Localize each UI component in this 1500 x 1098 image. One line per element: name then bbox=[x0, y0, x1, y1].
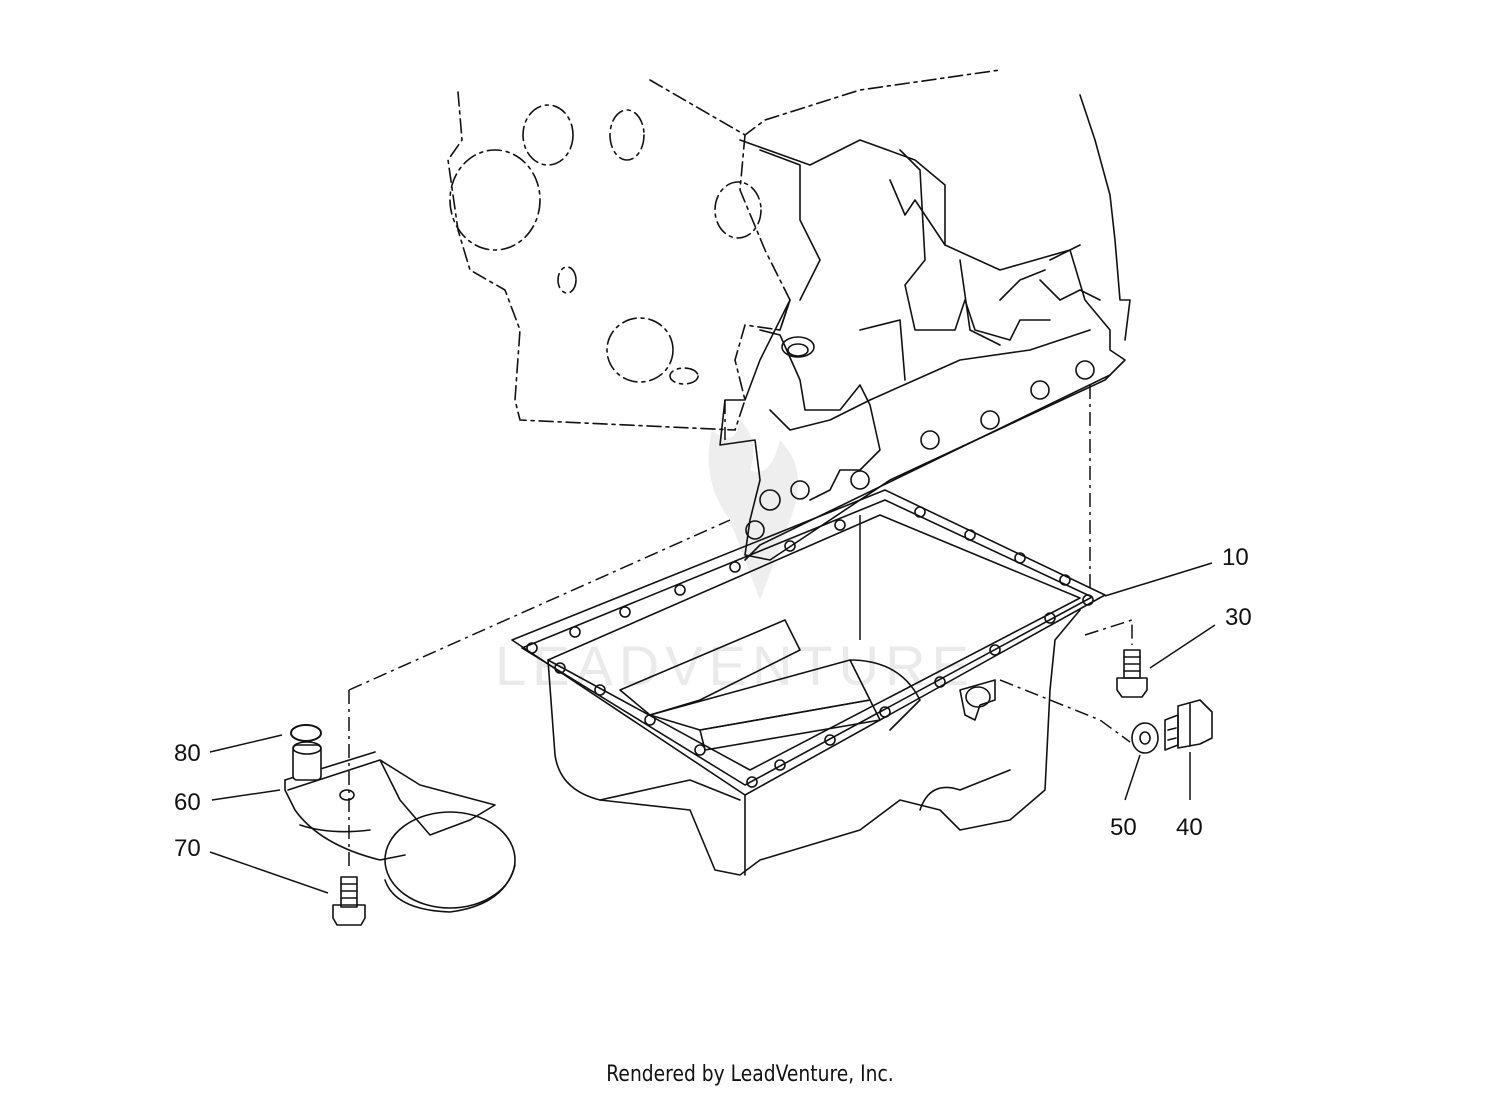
callout-40[interactable]: 40 bbox=[1176, 814, 1203, 841]
leader-60 bbox=[211, 789, 281, 801]
callout-30[interactable]: 30 bbox=[1225, 604, 1252, 631]
bolt-guide-line bbox=[1084, 618, 1133, 645]
callout-10[interactable]: 10 bbox=[1222, 544, 1249, 571]
drain-plug bbox=[1164, 699, 1213, 751]
pan-bolt bbox=[1116, 649, 1148, 698]
callout-80[interactable]: 80 bbox=[174, 740, 201, 767]
drain-guide-line bbox=[999, 679, 1131, 743]
callout-70[interactable]: 70 bbox=[174, 835, 201, 862]
leader-10 bbox=[1104, 562, 1213, 597]
drain-washer bbox=[1131, 722, 1159, 754]
leader-80 bbox=[209, 734, 283, 753]
watermark-text: LEADVENTURE bbox=[495, 634, 975, 697]
callout-60[interactable]: 60 bbox=[174, 789, 201, 816]
oil-pan bbox=[511, 489, 1106, 876]
o-ring bbox=[290, 724, 322, 742]
callout-labels: 10 30 40 50 60 70 80 bbox=[174, 544, 1252, 862]
watermark: LEADVENTURE bbox=[495, 420, 975, 697]
leader-30 bbox=[1149, 624, 1216, 669]
leader-70 bbox=[209, 851, 329, 894]
leader-50 bbox=[1124, 754, 1141, 801]
strainer-guide-diagonal bbox=[348, 519, 731, 691]
footer-credit: Rendered by LeadVenture, Inc. bbox=[606, 1062, 894, 1087]
oil-strainer bbox=[284, 741, 516, 913]
leader-lines bbox=[209, 562, 1216, 894]
strainer-bolt bbox=[332, 876, 366, 926]
callout-50[interactable]: 50 bbox=[1110, 814, 1137, 841]
engine-block bbox=[447, 69, 1131, 561]
